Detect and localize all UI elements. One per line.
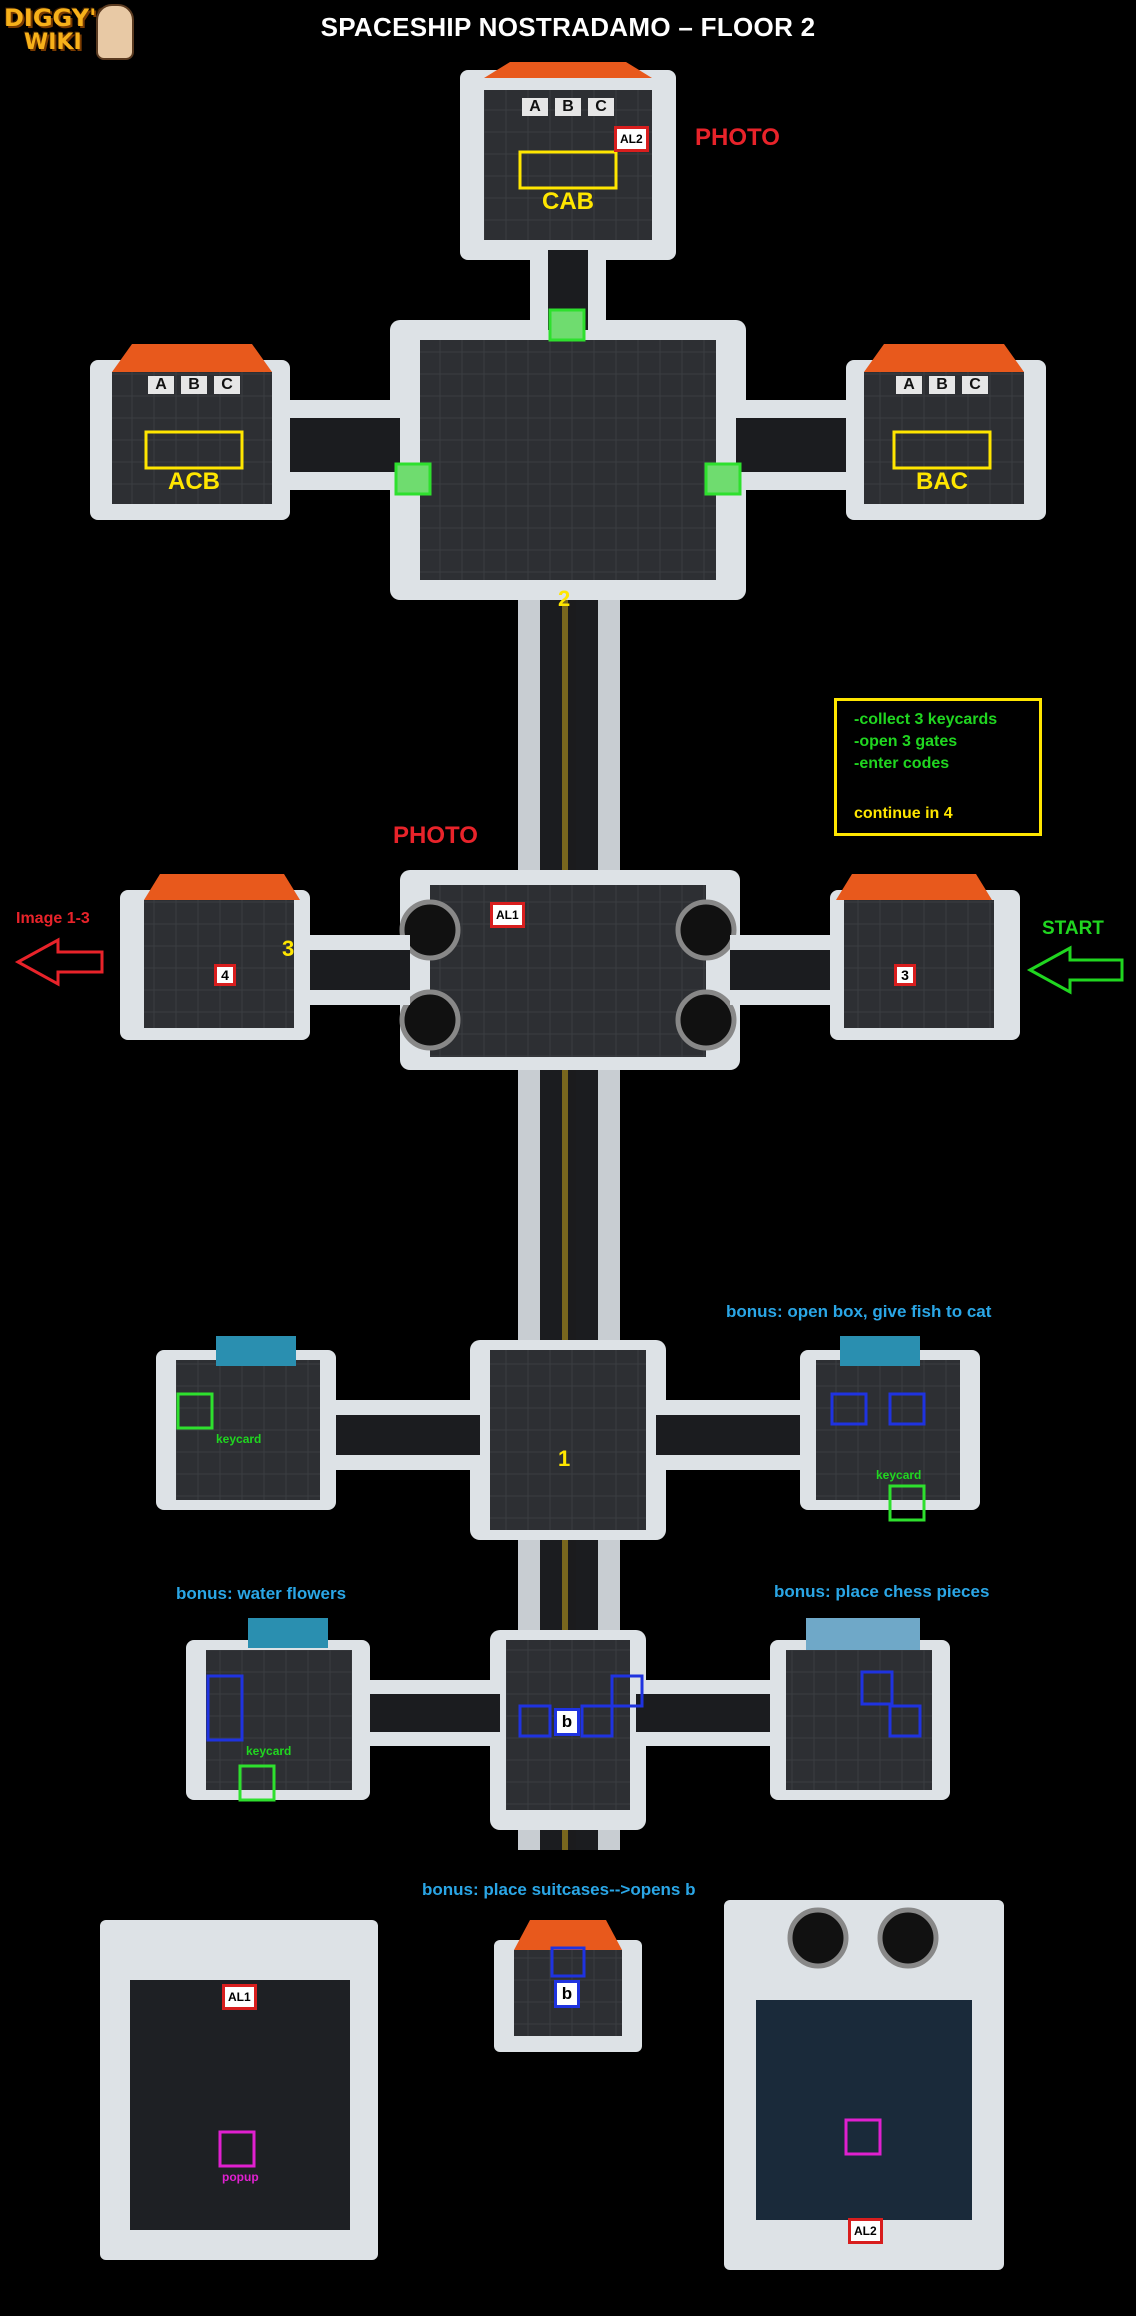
page-title: SPACESHIP NOSTRADAMO – FLOOR 2 <box>320 12 816 42</box>
letter-a: A <box>522 98 548 116</box>
letters-cab: A B C <box>522 98 614 116</box>
letter-c: C <box>214 376 240 394</box>
letter-c: C <box>588 98 614 116</box>
diggys-wiki-logo[interactable]: DIGGY'S WIKI <box>4 2 134 62</box>
code-al1-mid: AL1 <box>490 902 525 928</box>
letters-bac: A B C <box>896 376 988 394</box>
start-label: START <box>1042 918 1104 939</box>
marker-1: 1 <box>558 1446 571 1471</box>
photo-label-top: PHOTO <box>695 124 780 151</box>
room-cat <box>800 1336 980 1510</box>
keycard-label-1: keycard <box>216 1432 262 1446</box>
diggy-avatar <box>96 4 134 60</box>
room-cab <box>460 62 676 260</box>
arrow-start <box>1026 945 1124 995</box>
image-link-label[interactable]: Image 1-3 <box>16 910 90 927</box>
note-line1: -collect 3 keycards <box>854 711 998 728</box>
bonus-suitcases: bonus: place suitcases-->opens b <box>422 1880 696 1899</box>
note-line3: -enter codes <box>854 755 950 772</box>
code-al2-top: AL2 <box>614 126 649 152</box>
room-label-cab: CAB <box>542 188 594 215</box>
letters-acb: A B C <box>148 376 240 394</box>
code-3: 3 <box>894 964 916 986</box>
code-al2-bottom: AL2 <box>848 2218 883 2244</box>
letter-a: A <box>148 376 174 394</box>
lower-hub-1 <box>330 1340 806 1540</box>
room-label-acb: ACB <box>168 468 220 495</box>
marker-2: 2 <box>558 586 571 611</box>
code-b-2: b <box>554 1980 580 2008</box>
marker-3: 3 <box>282 936 295 961</box>
room-chess <box>770 1618 950 1800</box>
upper-hub <box>270 250 866 600</box>
code-4: 4 <box>214 964 236 986</box>
room-bac <box>846 344 1046 520</box>
logo-line1: DIGGY'S <box>4 4 114 32</box>
instructions-box: -collect 3 keycards -open 3 gates -enter… <box>834 698 1042 836</box>
letter-a: A <box>896 376 922 394</box>
note-line4: continue in 4 <box>854 805 953 822</box>
keycard-label-2: keycard <box>876 1468 922 1482</box>
bonus-flowers: bonus: water flowers <box>176 1584 347 1603</box>
room-acb <box>90 344 290 520</box>
code-al1-bottom: AL1 <box>222 1984 257 2010</box>
room-flowers <box>186 1618 370 1800</box>
note-line2: -open 3 gates <box>854 733 958 750</box>
letter-c: C <box>962 376 988 394</box>
middle-hub <box>300 870 840 1070</box>
logo-line2: WIKI <box>24 30 82 55</box>
letter-b: B <box>181 376 207 394</box>
room-alien <box>724 1900 1004 2270</box>
bonus-chess: bonus: place chess pieces <box>774 1582 990 1601</box>
room-right-3 <box>830 874 1020 1040</box>
bonus-box-cat: bonus: open box, give fish to cat <box>726 1302 992 1321</box>
letter-b: B <box>929 376 955 394</box>
popup-label: popup <box>222 2170 259 2184</box>
letter-b: B <box>555 98 581 116</box>
photo-label-mid: PHOTO <box>393 822 478 849</box>
arrow-left <box>14 937 104 987</box>
room-label-bac: BAC <box>916 468 968 495</box>
room-small-b <box>494 1920 642 2052</box>
keycard-label-3: keycard <box>246 1744 292 1758</box>
room-studio <box>100 1920 378 2260</box>
code-b-1: b <box>554 1708 580 1736</box>
room-box <box>156 1336 336 1510</box>
